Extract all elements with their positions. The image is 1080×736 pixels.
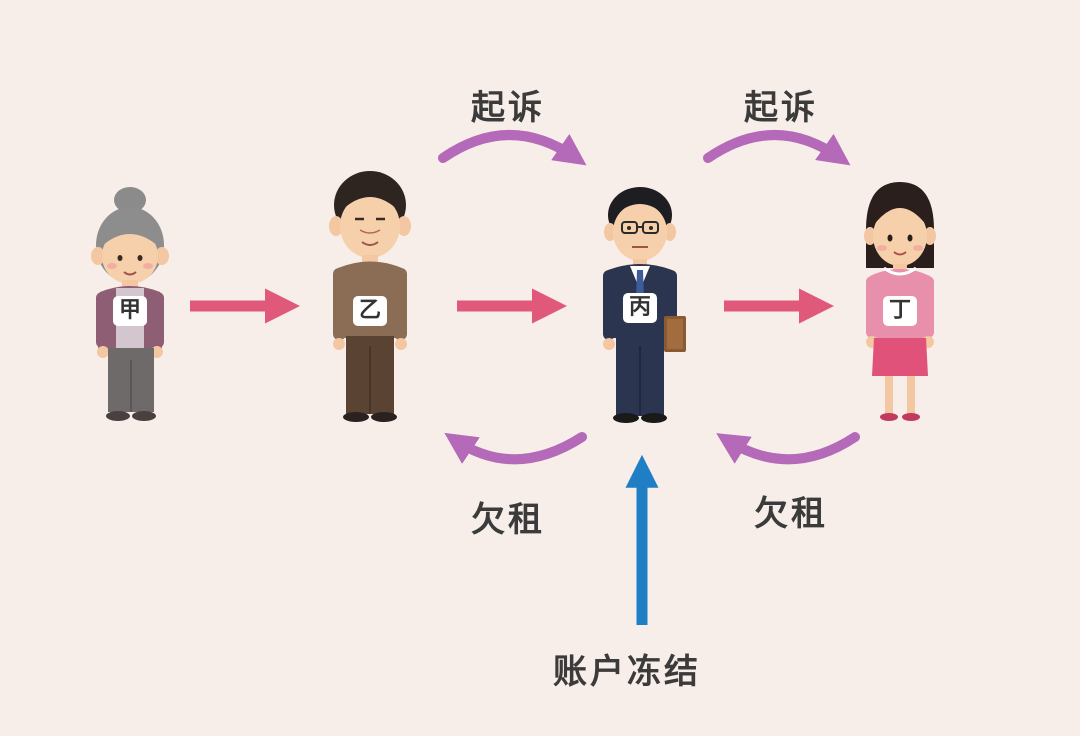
label-sue-right: 起诉 <box>744 88 818 128</box>
person-bing <box>603 187 686 423</box>
arrow-sue-bing-to-ding <box>703 130 851 166</box>
label-account-freeze: 账户冻结 <box>553 652 701 692</box>
label-rent-right: 欠租 <box>754 494 828 534</box>
badge-jia: 甲 <box>113 296 147 326</box>
badge-bing: 丙 <box>623 293 657 323</box>
arrow-sue-yi-to-bing <box>438 130 587 166</box>
arrow-rent-bing-to-yi <box>444 432 587 465</box>
label-sue-left: 起诉 <box>471 88 545 128</box>
arrow-rent-ding-to-bing <box>716 432 860 465</box>
badge-yi: 乙 <box>353 296 387 326</box>
badge-ding: 丁 <box>883 296 917 326</box>
label-rent-left: 欠租 <box>471 500 545 540</box>
